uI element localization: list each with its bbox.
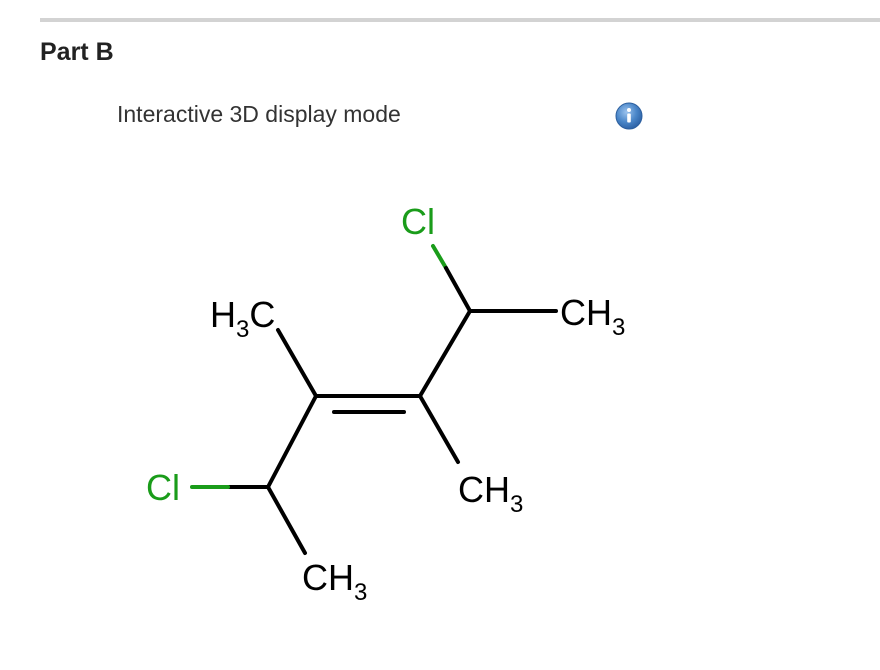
- bond-c1-c4: [266, 394, 318, 489]
- display-mode-label: Interactive 3D display mode: [117, 101, 401, 127]
- part-title: Part B: [40, 38, 114, 66]
- atom-h3c: H3C: [210, 294, 275, 343]
- bond-c3-cl-black: [444, 266, 472, 313]
- bond-c3-c2: [418, 309, 472, 398]
- atom-ch3-mid: CH3: [458, 469, 523, 518]
- atom-cl-left: Cl: [146, 467, 180, 508]
- bond-c1-h3c: [276, 328, 318, 398]
- atom-ch3-right: CH3: [560, 292, 625, 341]
- info-icon[interactable]: [614, 101, 644, 131]
- bond-c4-ch3-bottom: [266, 485, 307, 555]
- atom-cl-top: Cl: [401, 201, 435, 242]
- bond-c3-cl-green: [431, 244, 448, 270]
- bond-c2-ch3-mid: [418, 394, 460, 464]
- section-divider: [40, 18, 880, 22]
- atom-ch3-bottom: CH3: [302, 557, 367, 606]
